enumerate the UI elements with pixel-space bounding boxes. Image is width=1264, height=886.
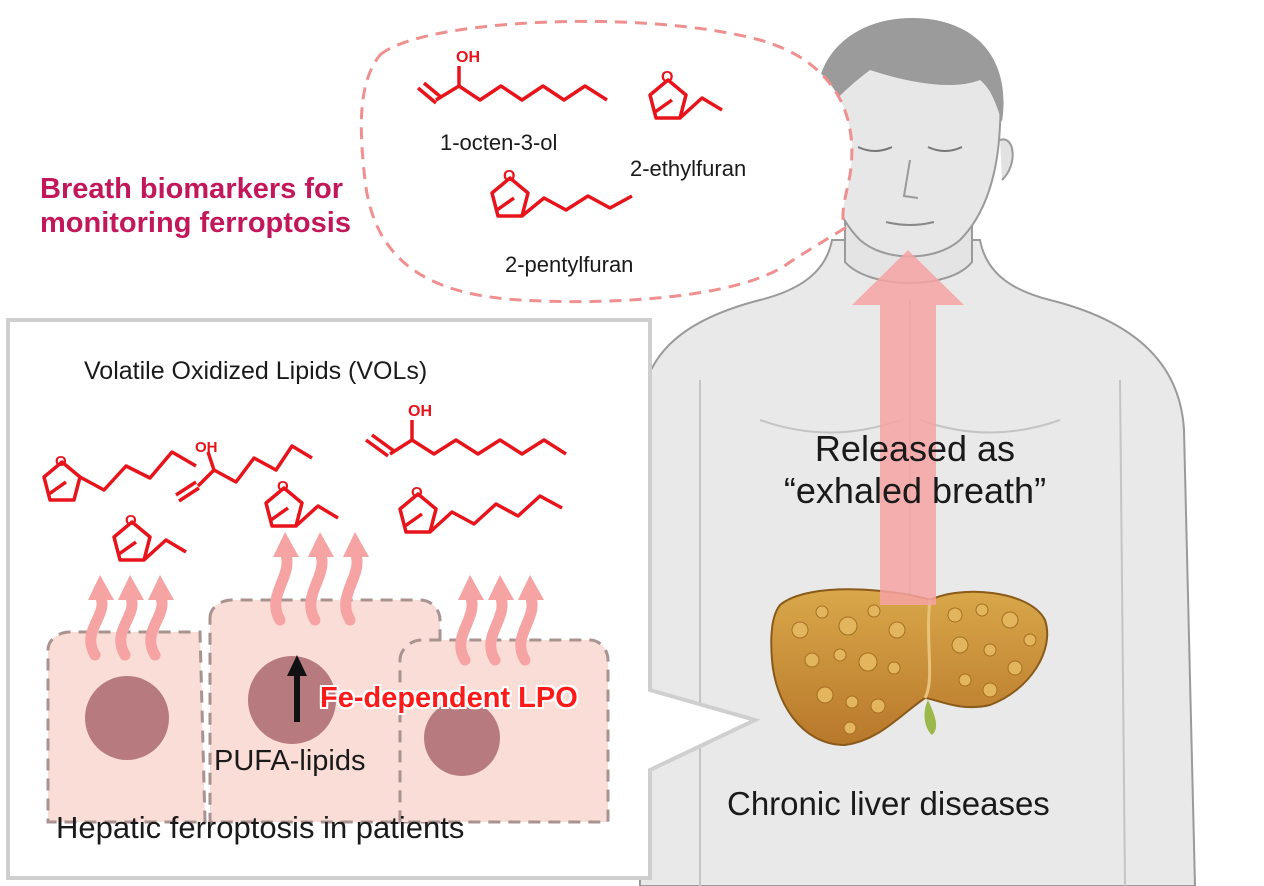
released-label: Released as “exhaled breath” — [750, 428, 1080, 512]
cell-right — [398, 638, 610, 824]
mouth — [885, 221, 935, 226]
liver-nodules — [791, 603, 1037, 735]
gallbladder — [924, 700, 937, 735]
released-line2: “exhaled breath” — [783, 470, 1047, 511]
panel-pentylfuran-a-o-label: O — [55, 453, 67, 470]
arm-line-right — [1119, 379, 1126, 886]
release-arrow — [852, 250, 964, 605]
panel-ethylfuran-b-o-label: O — [277, 478, 289, 495]
vapour-arrows — [85, 546, 538, 666]
lpo-arrow — [287, 655, 307, 722]
panel-pentylfuran-b — [398, 492, 563, 534]
octenol-structure — [416, 66, 608, 105]
label-2-pentylfuran: 2-pentylfuran — [505, 252, 634, 277]
label-2-ethylfuran: 2-ethylfuran — [630, 156, 747, 181]
liver-lobe-line — [923, 599, 932, 699]
nucleus-middle — [248, 656, 336, 744]
panel-caption: Hepatic ferroptosis in patients — [56, 810, 465, 845]
panel-octenol-a-oh-label: OH — [195, 439, 218, 456]
nose — [902, 159, 919, 199]
liver-illustration — [770, 588, 1049, 747]
hair — [816, 18, 1004, 122]
panel-pentylfuran-b-o-label: O — [411, 484, 423, 501]
cell-layer — [46, 598, 610, 824]
octenol-oh-label: OH — [456, 49, 480, 66]
released-line1: Released as — [814, 428, 1016, 469]
right-ear — [999, 138, 1014, 181]
liver-caption: Chronic liver diseases — [727, 785, 1050, 822]
nucleus-right — [424, 700, 500, 776]
callout-title: Breath biomarkers for monitoring ferropt… — [40, 172, 351, 240]
nucleus-left — [85, 676, 169, 760]
pentylfuran-o-label: O — [503, 168, 515, 185]
right-eye — [927, 146, 963, 152]
ethylfuran-structure — [648, 78, 723, 120]
callout-title-line1: Breath biomarkers for — [40, 173, 343, 205]
panel-octenol-b-oh-label: OH — [408, 403, 432, 420]
panel-octenol-b — [364, 420, 567, 458]
vapour-arrowheads — [88, 532, 544, 600]
panel-ethylfuran-b — [264, 486, 339, 528]
label-1-octen-3-ol: 1-octen-3-ol — [440, 130, 558, 155]
pufa-lipids-label: PUFA-lipids — [214, 745, 366, 777]
callout-title-line2: monitoring ferroptosis — [40, 207, 351, 239]
panel-octenol-a — [175, 444, 313, 503]
pentylfuran-structure — [490, 176, 633, 218]
panel-ethylfuran-a-o-label: O — [125, 512, 137, 529]
panel-title: Volatile Oxidized Lipids (VOLs) — [84, 357, 428, 385]
ethylfuran-o-label: O — [661, 69, 673, 86]
panel-pentylfuran-a — [42, 450, 197, 502]
callout-bubble — [359, 19, 854, 304]
panel-ethylfuran-a — [112, 520, 187, 562]
fe-dependent-lpo-label: Fe-dependent LPO — [320, 682, 578, 714]
left-eye — [857, 146, 893, 152]
